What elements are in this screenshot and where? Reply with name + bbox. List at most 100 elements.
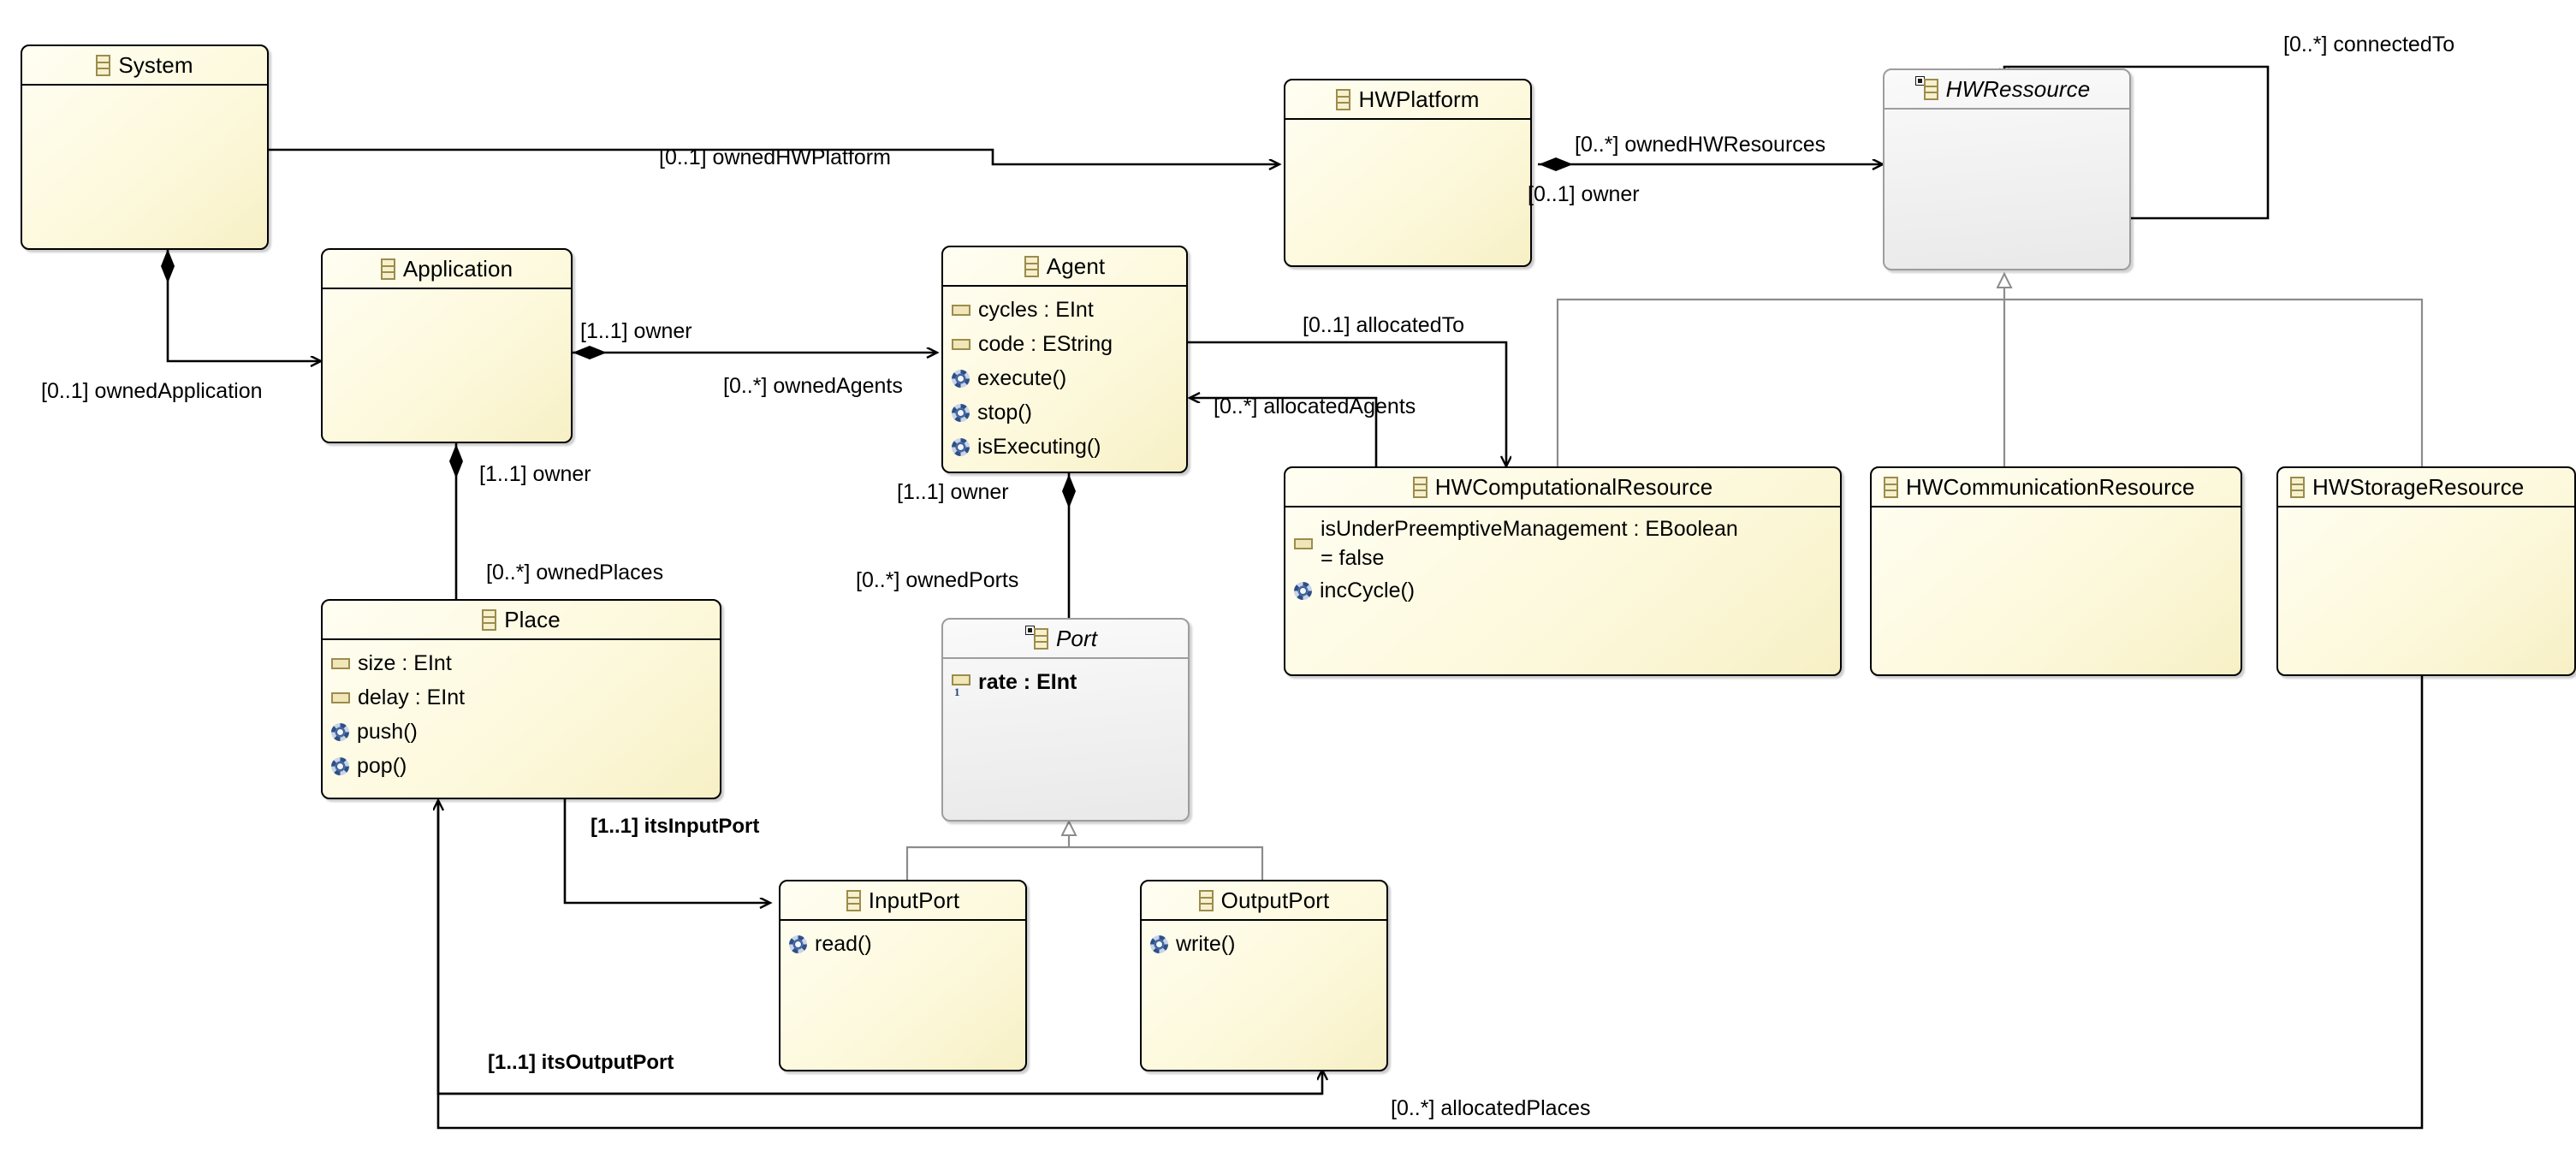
- attribute-row: size : EInt: [331, 647, 720, 679]
- edge-label-ownedAgents: [0..*] ownedAgents: [723, 374, 903, 398]
- class-header-hwstorageresource: HWStorageResource: [2278, 468, 2574, 507]
- class-body-system: [22, 86, 267, 92]
- class-header-hwplatform: HWPlatform: [1285, 80, 1530, 120]
- attribute-icon: [1294, 537, 1313, 549]
- class-name-hwcomputationalresource: HWComputationalResource: [1434, 474, 1713, 500]
- operation-icon: [952, 404, 970, 422]
- class-name-place: Place: [504, 607, 561, 632]
- attribute-label: delay : EInt: [358, 685, 466, 709]
- attribute-multiplicity: 1: [954, 685, 960, 698]
- attribute-row: code : EString: [952, 328, 1186, 360]
- operation-icon: [1150, 935, 1168, 953]
- class-body-port: 1 rate : EInt: [943, 659, 1188, 698]
- class-body-place: size : EInt delay : EInt push() pop(): [323, 640, 720, 782]
- class-header-port: Port: [943, 620, 1188, 659]
- eclass-icon: [1412, 476, 1427, 498]
- edge-label-itsOutputPort: [1..1] itsOutputPort: [488, 1051, 674, 1074]
- class-node-outputport[interactable]: OutputPort write(): [1140, 880, 1388, 1071]
- class-body-inputport: read(): [781, 921, 1025, 960]
- class-node-hwressource[interactable]: HWRessource: [1883, 68, 2131, 270]
- operation-row: push(): [331, 715, 720, 748]
- operation-row: pop(): [331, 750, 720, 782]
- class-header-hwcomputationalresource: HWComputationalResource: [1285, 468, 1840, 507]
- class-node-hwcommunicationresource[interactable]: HWCommunicationResource: [1870, 466, 2242, 676]
- eclass-icon: [846, 889, 861, 911]
- eclass-icon: [2290, 476, 2305, 498]
- class-body-agent: cycles : EInt code : EString execute() s…: [943, 287, 1186, 463]
- attribute-label: size : EInt: [358, 651, 452, 675]
- class-name-inputport: InputPort: [868, 887, 960, 913]
- attribute-row: isUnderPreemptiveManagement : EBoolean =…: [1294, 514, 1840, 573]
- attribute-label: rate : EInt: [978, 670, 1077, 694]
- class-header-hwcommunicationresource: HWCommunicationResource: [1872, 468, 2241, 507]
- edge-label-ownedPorts: [0..*] ownedPorts: [856, 568, 1019, 592]
- class-header-system: System: [22, 46, 267, 86]
- attribute-icon: [331, 658, 350, 669]
- class-name-agent: Agent: [1046, 253, 1106, 279]
- class-name-application: Application: [402, 256, 513, 282]
- class-name-hwressource: HWRessource: [1945, 76, 2091, 102]
- operation-icon: [331, 757, 349, 775]
- class-name-port: Port: [1055, 626, 1098, 651]
- class-node-inputport[interactable]: InputPort read(): [779, 880, 1027, 1071]
- class-body-outputport: write(): [1142, 921, 1386, 960]
- eclass-icon: [1884, 476, 1898, 498]
- attribute-label: isUnderPreemptiveManagement : EBoolean =…: [1321, 517, 1738, 570]
- attribute-icon: 1: [952, 674, 970, 697]
- edge-label-ownedHWPlatform: [0..1] ownedHWPlatform: [659, 145, 891, 169]
- eclass-icon: [482, 608, 497, 631]
- operation-label: push(): [357, 720, 418, 744]
- class-body-hwressource: [1885, 110, 2129, 116]
- eclass-icon: [1024, 255, 1039, 277]
- operation-label: execute(): [977, 366, 1067, 390]
- operation-icon: [952, 370, 970, 388]
- class-name-hwcommunicationresource: HWCommunicationResource: [1906, 474, 2195, 500]
- eclass-icon: [96, 54, 111, 76]
- class-node-agent[interactable]: Agent cycles : EInt code : EString execu…: [941, 246, 1188, 473]
- edge-label-owner-agent-port: [1..1] owner: [897, 480, 1009, 504]
- attribute-label: code : EString: [978, 332, 1113, 356]
- operation-icon: [1294, 582, 1312, 600]
- class-node-hwcomputationalresource[interactable]: HWComputationalResource isUnderPreemptiv…: [1284, 466, 1842, 676]
- operation-label: read(): [815, 932, 872, 956]
- operation-icon: [789, 935, 807, 953]
- operation-label: incCycle(): [1320, 579, 1416, 602]
- operation-row: incCycle(): [1294, 574, 1840, 607]
- operation-row: isExecuting(): [952, 430, 1186, 463]
- class-body-hwcommunicationresource: [1872, 507, 2241, 514]
- operation-label: isExecuting(): [977, 435, 1101, 459]
- operation-label: pop(): [357, 754, 407, 778]
- class-node-application[interactable]: Application: [321, 248, 573, 443]
- edge-label-owner-application-place: [1..1] owner: [479, 462, 591, 486]
- class-node-place[interactable]: Place size : EInt delay : EInt push() po…: [321, 599, 721, 799]
- operation-icon: [952, 438, 970, 456]
- class-body-hwcomputationalresource: isUnderPreemptiveManagement : EBoolean =…: [1285, 507, 1840, 607]
- edge-label-allocatedPlaces: [0..*] allocatedPlaces: [1391, 1096, 1591, 1120]
- attribute-icon: [952, 305, 970, 316]
- edge-label-ownedPlaces: [0..*] ownedPlaces: [486, 561, 664, 584]
- class-name-system: System: [118, 52, 193, 78]
- class-node-hwstorageresource[interactable]: HWStorageResource: [2276, 466, 2576, 676]
- class-node-hwplatform[interactable]: HWPlatform: [1284, 79, 1532, 267]
- eclass-icon: [380, 258, 395, 280]
- class-node-port[interactable]: Port 1 rate : EInt: [941, 618, 1190, 822]
- edge-label-connectedTo: [0..*] connectedTo: [2283, 33, 2455, 56]
- attribute-icon: [331, 692, 350, 703]
- eclass-icon: [1336, 88, 1351, 110]
- class-name-hwplatform: HWPlatform: [1358, 86, 1480, 112]
- attribute-row: 1 rate : EInt: [952, 666, 1188, 698]
- class-header-outputport: OutputPort: [1142, 881, 1386, 921]
- class-header-hwressource: HWRessource: [1885, 70, 2129, 110]
- operation-label: write(): [1176, 932, 1236, 956]
- class-name-hwstorageresource: HWStorageResource: [2312, 474, 2525, 500]
- class-body-hwstorageresource: [2278, 507, 2574, 514]
- eclass-icon: [1024, 626, 1048, 650]
- operation-label: stop(): [977, 401, 1032, 424]
- class-name-outputport: OutputPort: [1220, 887, 1330, 913]
- edge-label-itsInputPort: [1..1] itsInputPort: [591, 815, 760, 838]
- class-header-application: Application: [323, 250, 571, 289]
- class-node-system[interactable]: System: [21, 45, 269, 250]
- class-header-inputport: InputPort: [781, 881, 1025, 921]
- attribute-row: cycles : EInt: [952, 294, 1186, 326]
